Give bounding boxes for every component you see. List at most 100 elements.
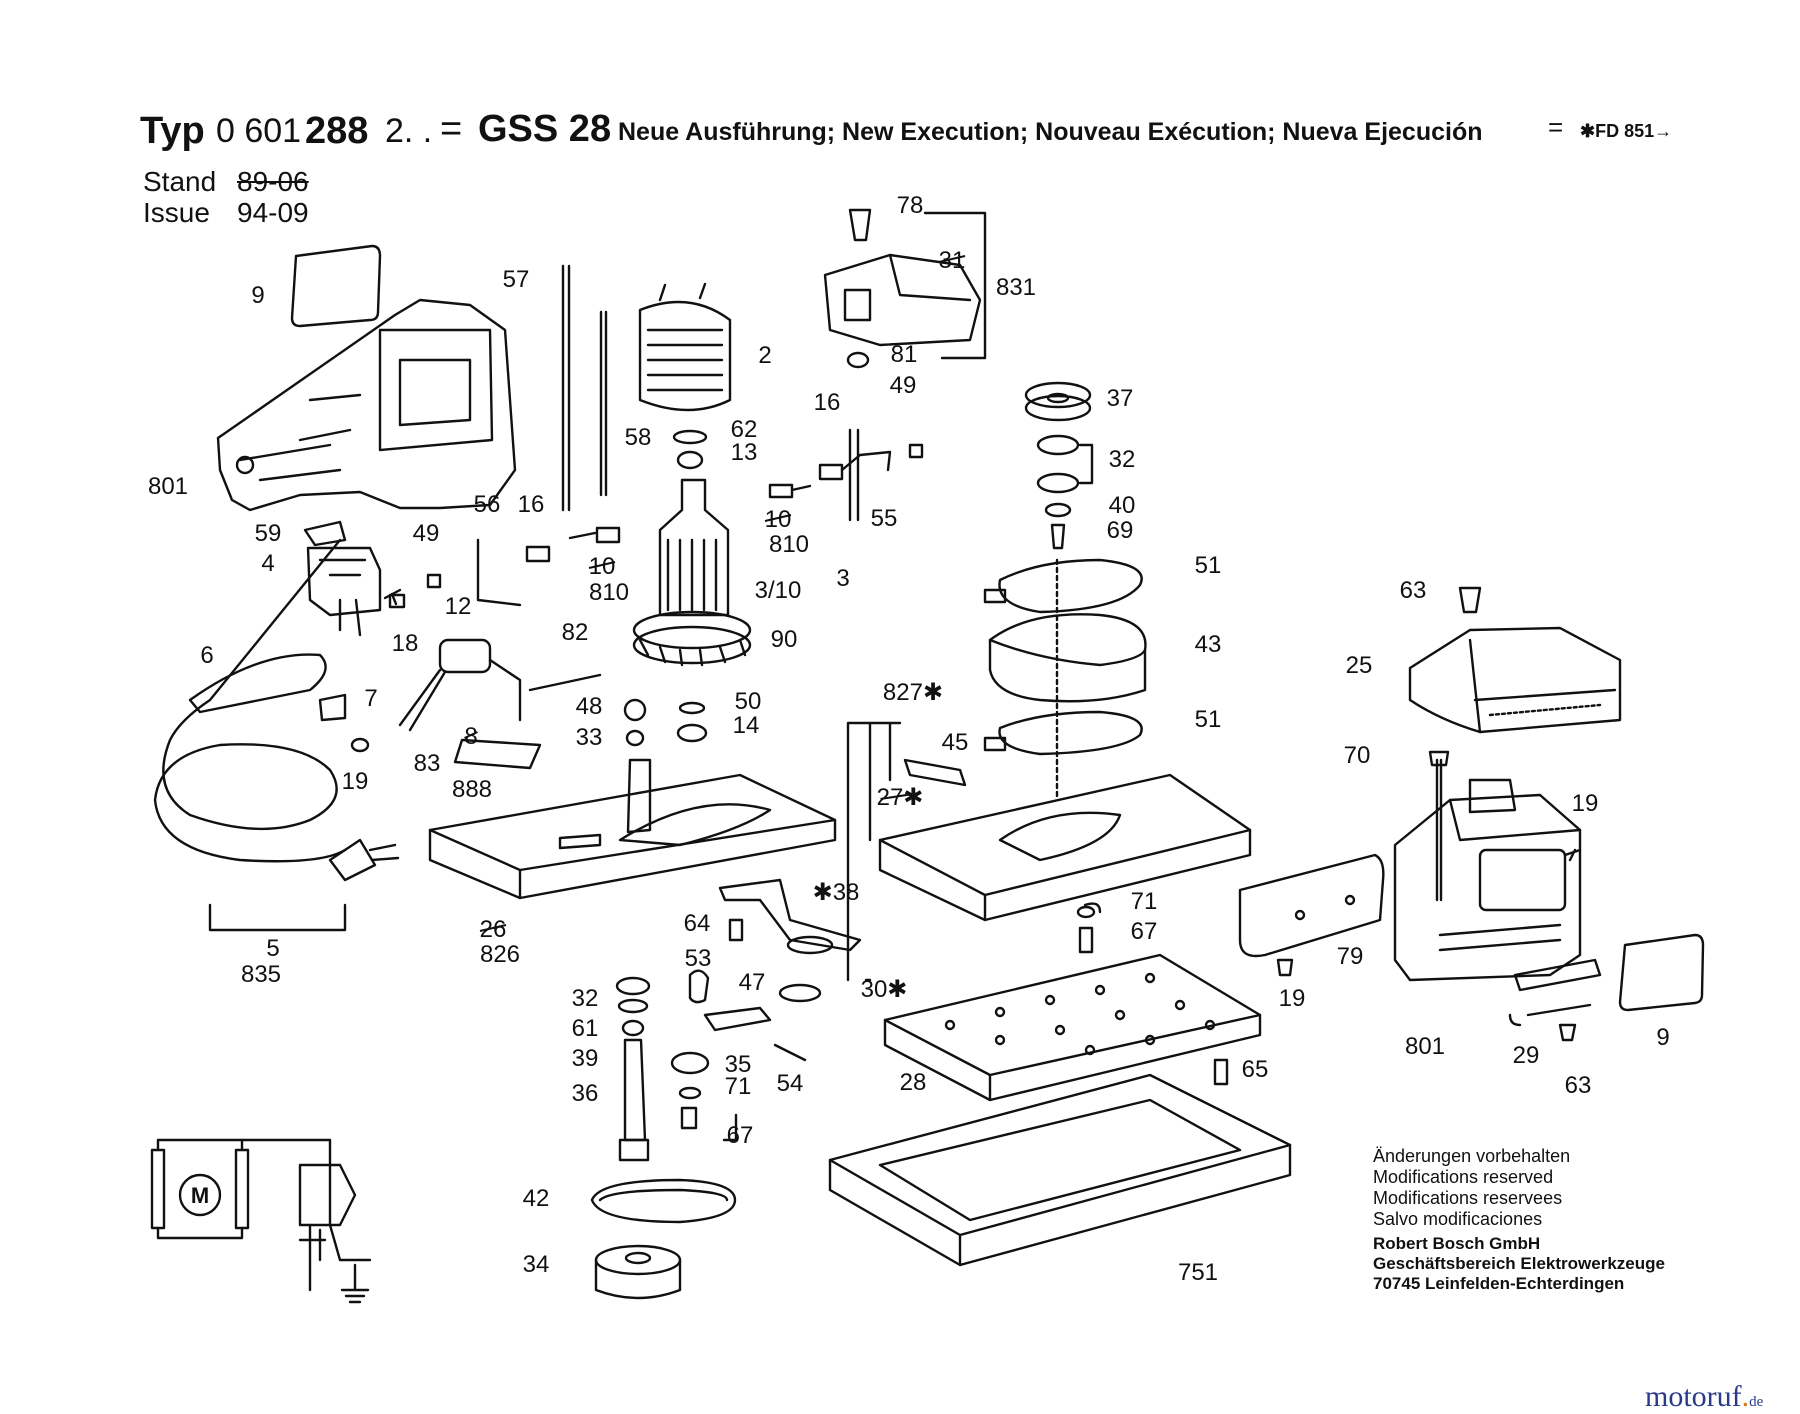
part-label-30[interactable]: 30✱ bbox=[861, 976, 908, 1003]
part-label-810b[interactable]: 810 bbox=[589, 579, 629, 606]
part-label-888[interactable]: 888 bbox=[452, 776, 492, 803]
part-label-62[interactable]: 62 bbox=[731, 416, 758, 443]
part-label-801b[interactable]: 801 bbox=[1405, 1033, 1445, 1060]
part-label-5[interactable]: 5 bbox=[266, 935, 279, 962]
part-label-19c[interactable]: 19 bbox=[1279, 985, 1306, 1012]
part-label-6[interactable]: 6 bbox=[200, 642, 213, 669]
part-label-25[interactable]: 25 bbox=[1346, 652, 1373, 679]
part-label-13[interactable]: 13 bbox=[731, 439, 758, 466]
part-label-12[interactable]: 12 bbox=[445, 593, 472, 620]
part-label-69[interactable]: 69 bbox=[1107, 517, 1134, 544]
sanding-pad bbox=[883, 953, 1262, 1102]
part-label-3[interactable]: 3 bbox=[836, 565, 849, 592]
part-label-19a[interactable]: 19 bbox=[342, 768, 369, 795]
part-label-29[interactable]: 29 bbox=[1513, 1042, 1540, 1069]
part-label-59[interactable]: 59 bbox=[255, 520, 282, 547]
header-code: 288 bbox=[305, 110, 369, 152]
part-label-49b[interactable]: 49 bbox=[413, 520, 440, 547]
part-label-67a[interactable]: 67 bbox=[1131, 918, 1158, 945]
company-address: 70745 Leinfelden-Echterdingen bbox=[1373, 1274, 1625, 1293]
part-label-34[interactable]: 34 bbox=[523, 1251, 550, 1278]
part-label-82[interactable]: 82 bbox=[562, 619, 589, 646]
note-line-3: Modifications reservees bbox=[1373, 1188, 1563, 1208]
part-label-40[interactable]: 40 bbox=[1109, 492, 1136, 519]
part-label-79[interactable]: 79 bbox=[1337, 943, 1364, 970]
part-label-36[interactable]: 36 bbox=[572, 1080, 599, 1107]
part-label-58[interactable]: 58 bbox=[625, 424, 652, 451]
part-label-7[interactable]: 7 bbox=[364, 685, 377, 712]
part-label-831[interactable]: 831 bbox=[996, 274, 1036, 301]
part-label-16b[interactable]: 16 bbox=[518, 491, 545, 518]
part-label-35[interactable]: 35 bbox=[725, 1051, 752, 1078]
watermark-logo[interactable]: motoruf.de bbox=[1645, 1380, 1764, 1413]
part-label-61[interactable]: 61 bbox=[572, 1015, 599, 1042]
part-label-47[interactable]: 47 bbox=[739, 969, 766, 996]
part-label-32b[interactable]: 32 bbox=[572, 985, 599, 1012]
part-label-9b[interactable]: 9 bbox=[1656, 1024, 1669, 1051]
part-label-310[interactable]: 3/10 bbox=[755, 577, 802, 604]
note-line-2: Modifications reserved bbox=[1373, 1167, 1554, 1187]
part-label-2[interactable]: 2 bbox=[758, 342, 771, 369]
part-label-827[interactable]: 827✱ bbox=[883, 679, 943, 706]
note-line-1: Änderungen vorbehalten bbox=[1373, 1146, 1571, 1166]
part-label-4[interactable]: 4 bbox=[261, 550, 274, 577]
part-label-78[interactable]: 78 bbox=[897, 192, 924, 219]
part-label-45[interactable]: 45 bbox=[942, 729, 969, 756]
part-label-835[interactable]: 835 bbox=[241, 961, 281, 988]
part-label-28[interactable]: 28 bbox=[900, 1069, 927, 1096]
part-label-51b[interactable]: 51 bbox=[1195, 706, 1222, 733]
part-label-64[interactable]: 64 bbox=[684, 910, 711, 937]
part-label-70[interactable]: 70 bbox=[1344, 742, 1371, 769]
part-label-49a[interactable]: 49 bbox=[890, 372, 917, 399]
part-label-826[interactable]: 826 bbox=[480, 941, 520, 968]
part-label-67b[interactable]: 67 bbox=[727, 1122, 754, 1149]
side-cover-79 bbox=[1238, 853, 1385, 958]
part-label-55[interactable]: 55 bbox=[871, 505, 898, 532]
part-label-16a[interactable]: 16 bbox=[814, 389, 841, 416]
housing-half-left bbox=[216, 298, 517, 512]
part-label-14[interactable]: 14 bbox=[733, 712, 760, 739]
part-label-83[interactable]: 83 bbox=[414, 750, 441, 777]
part-label-810a[interactable]: 810 bbox=[769, 531, 809, 558]
part-label-18[interactable]: 18 bbox=[392, 630, 419, 657]
part-label-63b[interactable]: 63 bbox=[1565, 1072, 1592, 1099]
part-label-56[interactable]: 56 bbox=[474, 491, 501, 518]
part-label-53[interactable]: 53 bbox=[685, 945, 712, 972]
part-label-81[interactable]: 81 bbox=[891, 341, 918, 368]
part-label-54[interactable]: 54 bbox=[777, 1070, 804, 1097]
part-label-48[interactable]: 48 bbox=[576, 693, 603, 720]
part-label-43[interactable]: 43 bbox=[1195, 631, 1222, 658]
housing-half-right bbox=[1393, 793, 1582, 982]
part-label-9[interactable]: 9 bbox=[251, 282, 264, 309]
stator bbox=[638, 300, 732, 412]
dust-skirt bbox=[988, 613, 1147, 703]
part-label-39[interactable]: 39 bbox=[572, 1045, 599, 1072]
part-label-42[interactable]: 42 bbox=[523, 1185, 550, 1212]
part-label-71a[interactable]: 71 bbox=[1131, 888, 1158, 915]
part-label-32a[interactable]: 32 bbox=[1109, 446, 1136, 473]
part-label-33[interactable]: 33 bbox=[576, 724, 603, 751]
part-label-51a[interactable]: 51 bbox=[1195, 552, 1222, 579]
part-label-65[interactable]: 65 bbox=[1242, 1056, 1269, 1083]
issue-label: Issue bbox=[143, 197, 210, 228]
part-label-50[interactable]: 50 bbox=[735, 688, 762, 715]
dust-frame bbox=[828, 1073, 1292, 1267]
part-label-27[interactable]: 27✱ bbox=[877, 784, 924, 811]
switch bbox=[306, 546, 382, 617]
spindle bbox=[623, 1038, 647, 1142]
part-label-57[interactable]: 57 bbox=[503, 266, 530, 293]
part-label-71b[interactable]: 71 bbox=[725, 1073, 752, 1100]
header-description: Neue Ausführung; New Execution; Nouveau … bbox=[618, 118, 1483, 146]
pulley bbox=[594, 1244, 682, 1276]
part-label-38[interactable]: ✱38 bbox=[813, 879, 860, 906]
part-label-63a[interactable]: 63 bbox=[1400, 577, 1427, 604]
part-label-751[interactable]: 751 bbox=[1178, 1259, 1218, 1286]
part-label-801a[interactable]: 801 bbox=[148, 473, 188, 500]
part-label-19b[interactable]: 19 bbox=[1572, 790, 1599, 817]
part-label-90[interactable]: 90 bbox=[771, 626, 798, 653]
part-label-37[interactable]: 37 bbox=[1107, 385, 1134, 412]
strike-26 bbox=[479, 924, 507, 932]
part-label-8[interactable]: 8 bbox=[464, 723, 477, 750]
